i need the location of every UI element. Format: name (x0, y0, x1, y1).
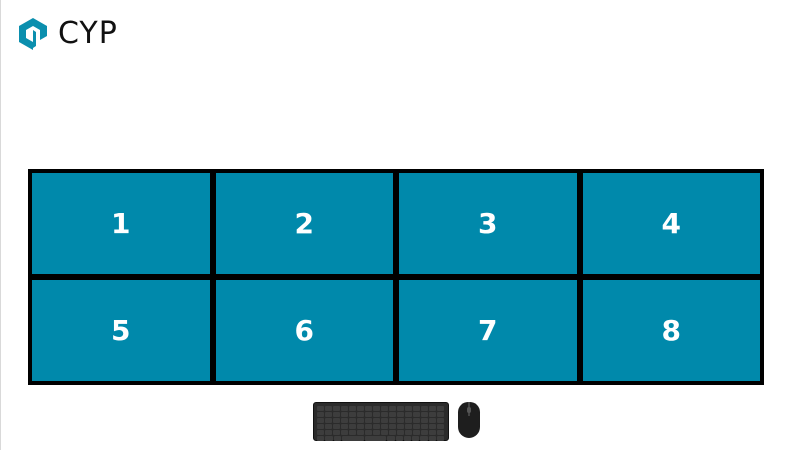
wall-screen-6[interactable]: 6 (216, 280, 394, 381)
page-edge-divider (0, 0, 1, 450)
wall-screen-8[interactable]: 8 (583, 280, 761, 381)
keyboard-icon (313, 402, 449, 441)
wall-screen-3[interactable]: 3 (399, 173, 577, 274)
brand-logo: CYP (16, 16, 118, 52)
wall-screen-7[interactable]: 7 (399, 280, 577, 381)
wall-screen-2[interactable]: 2 (216, 173, 394, 274)
wall-screen-4[interactable]: 4 (583, 173, 761, 274)
wall-screen-5[interactable]: 5 (32, 280, 210, 381)
wall-screen-1[interactable]: 1 (32, 173, 210, 274)
brand-name: CYP (58, 16, 118, 52)
mouse-icon (458, 402, 480, 438)
cyp-logo-icon (16, 16, 50, 52)
video-wall: 1 2 3 4 5 6 7 8 (28, 169, 764, 385)
